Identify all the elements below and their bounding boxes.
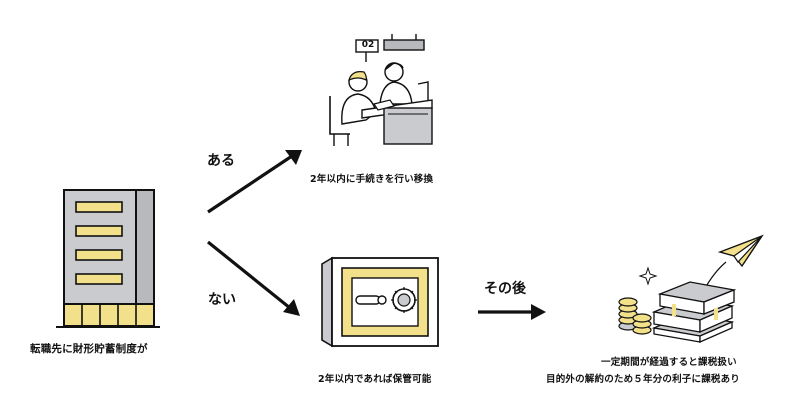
money-caption-line1: 一定期間が経過すると課税扱い <box>601 357 737 368</box>
arrow-to-transfer <box>207 150 302 214</box>
company-caption: 転職先に財形貯蓄制度が <box>30 343 148 355</box>
counter-number: 02 <box>361 40 375 50</box>
yes-label: ある <box>207 153 235 169</box>
after-label: その後 <box>484 281 526 297</box>
no-label: ない <box>208 292 236 308</box>
transfer-caption: 2年以内に手続きを行い移換 <box>310 174 434 185</box>
money-stack-icon <box>618 234 764 343</box>
money-caption-line2: 目的外の解約のため５年分の利子に課税あり <box>546 374 741 385</box>
safe-caption: 2年以内であれば保管可能 <box>318 374 432 385</box>
company-building-icon <box>56 189 160 328</box>
arrow-to-safe <box>206 240 300 316</box>
bank-counter-icon <box>329 34 433 146</box>
arrow-to-money <box>478 304 546 320</box>
safe-icon <box>321 256 439 348</box>
